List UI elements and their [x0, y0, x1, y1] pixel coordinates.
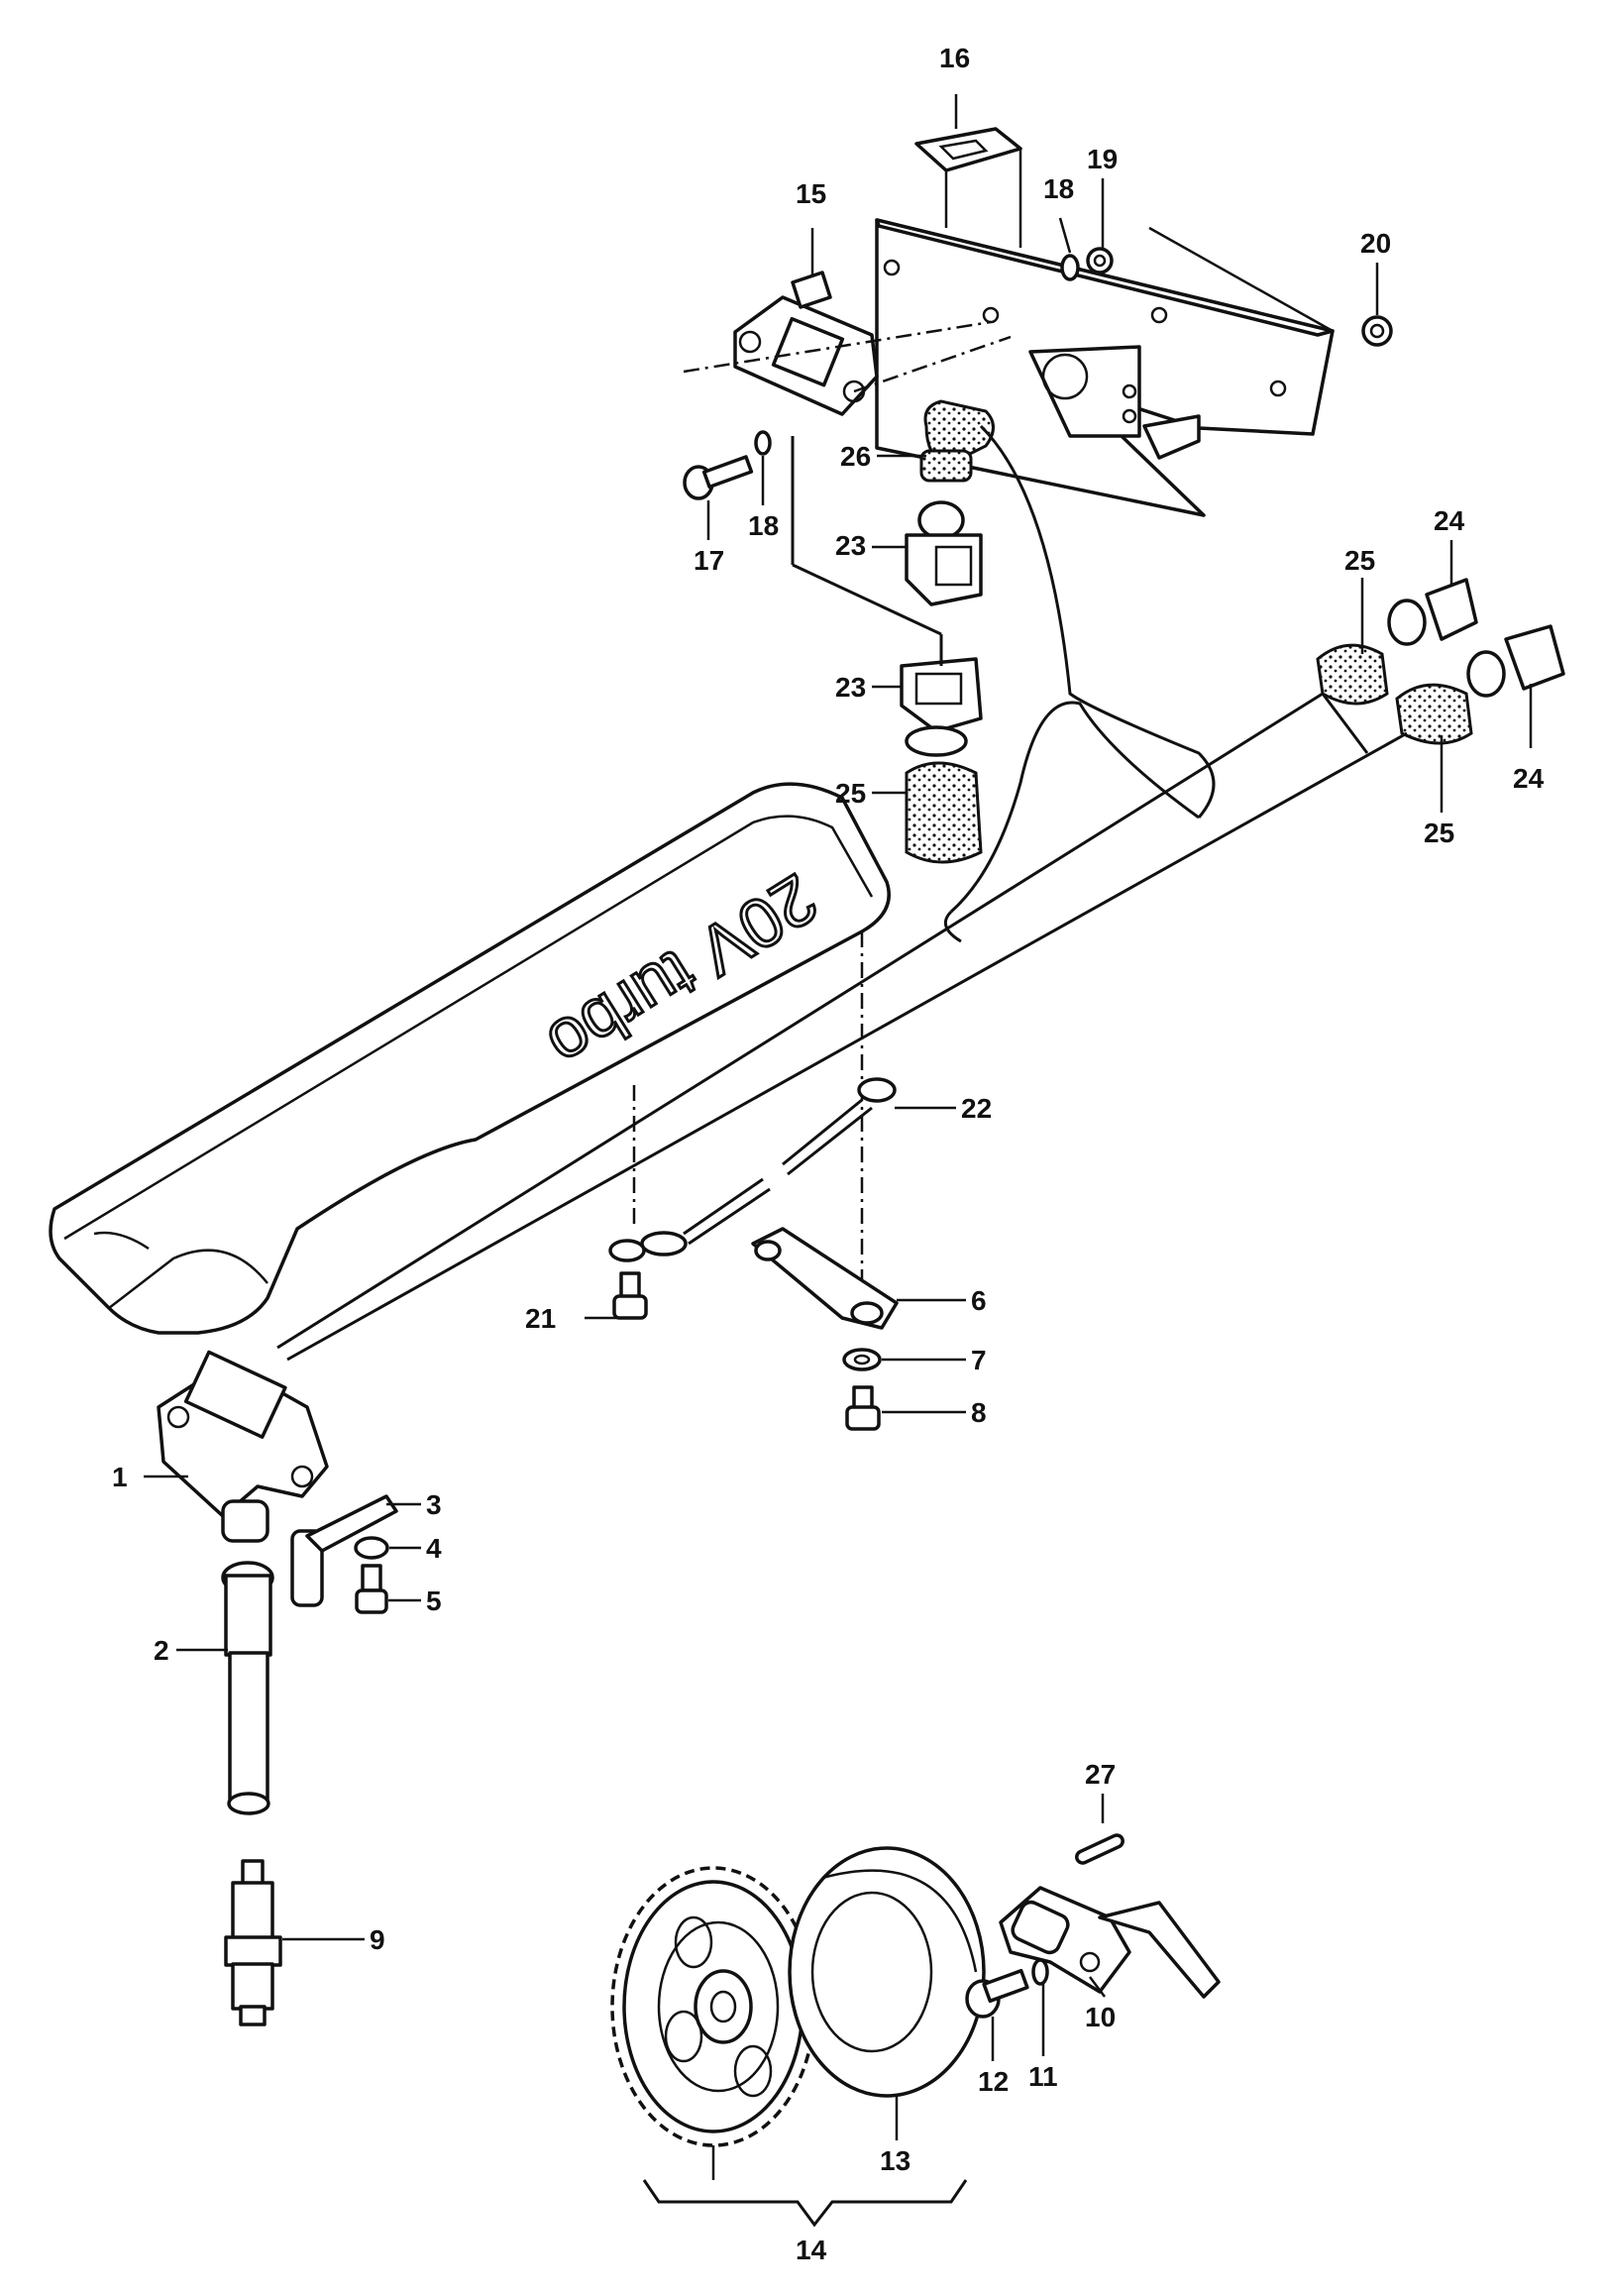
callout-16: 16: [939, 43, 970, 73]
bolt-21: [612, 1271, 648, 1320]
washer-18-left: [754, 430, 772, 456]
callout-24-top: 24: [1434, 505, 1465, 536]
spark-plug: [224, 1859, 282, 2026]
washer-4: [354, 1536, 389, 1560]
callout-3: 3: [426, 1489, 442, 1520]
grommet-25-top: [1316, 643, 1389, 706]
callout-14: 14: [796, 2235, 827, 2265]
callout-19: 19: [1087, 144, 1118, 174]
callout-18-top: 18: [1043, 173, 1074, 204]
callout-26: 26: [840, 441, 871, 472]
callouts: 1 2 3 4 5 6 7 8 9 10 11 12 13 14 15 16 1…: [112, 43, 1545, 2265]
nut-19: [1086, 247, 1114, 274]
bracket-14: [642, 2179, 968, 2228]
ground-strap: [640, 1077, 897, 1257]
callout-13: 13: [880, 2145, 910, 2176]
strap-3: [290, 1494, 398, 1607]
callout-2: 2: [154, 1635, 169, 1666]
washer-18-top: [1060, 254, 1080, 281]
callout-24-right: 24: [1513, 763, 1545, 794]
control-unit: [683, 271, 1012, 416]
spark-plug-connector: [221, 1561, 274, 1815]
grommet-25-right: [1395, 683, 1473, 745]
connector-23-top: [905, 533, 983, 606]
callout-4: 4: [426, 1533, 442, 1564]
callout-11: 11: [1028, 2061, 1058, 2092]
bolt-8: [845, 1385, 881, 1431]
callout-15: 15: [796, 178, 826, 209]
callout-25-top: 25: [1344, 545, 1375, 576]
ignition-coil: [157, 1350, 329, 1543]
callout-20: 20: [1360, 228, 1391, 259]
connector-24-right: [1466, 624, 1565, 698]
callout-17: 17: [694, 545, 724, 576]
callout-1: 1: [112, 1462, 128, 1492]
callout-27: 27: [1085, 1759, 1116, 1790]
callout-23-top: 23: [835, 530, 866, 561]
callout-7: 7: [971, 1345, 987, 1375]
bracket-tab: [914, 127, 1022, 248]
nut-20: [1361, 315, 1393, 347]
washer-21: [608, 1239, 646, 1262]
callout-23-mid: 23: [835, 672, 866, 703]
callout-9: 9: [370, 1924, 385, 1955]
bolt-5: [355, 1564, 388, 1614]
callout-25-right: 25: [1424, 818, 1454, 848]
callout-8: 8: [971, 1397, 987, 1428]
callout-18-left: 18: [748, 510, 779, 541]
pin-27: [1075, 1833, 1124, 1865]
bolt-17: [683, 455, 754, 500]
washer-11: [1031, 1958, 1049, 1986]
harness-main: [276, 692, 1408, 1362]
callout-6: 6: [971, 1285, 987, 1316]
harness-to-sensor: [791, 424, 1216, 943]
camshaft-gear: [610, 1866, 816, 2147]
trigger-flange: [788, 1846, 986, 2098]
bracket-6: [751, 1227, 899, 1330]
connector-24-top: [1387, 578, 1478, 646]
grommet-25-mid: [905, 725, 983, 864]
sensor-26: [917, 399, 995, 540]
mounting-bracket: [875, 218, 1335, 517]
connector-23-mid: [900, 657, 983, 733]
callout-25-mid: 25: [835, 778, 866, 809]
leader-lines: [144, 94, 1533, 2180]
callout-22: 22: [961, 1093, 992, 1124]
washer-7: [842, 1348, 882, 1371]
callout-5: 5: [426, 1585, 442, 1616]
bolt-12: [965, 1968, 1029, 2019]
hall-sensor: [999, 1886, 1221, 1999]
callout-12: 12: [978, 2066, 1009, 2097]
callout-21: 21: [525, 1303, 556, 1334]
callout-10: 10: [1085, 2002, 1116, 2032]
